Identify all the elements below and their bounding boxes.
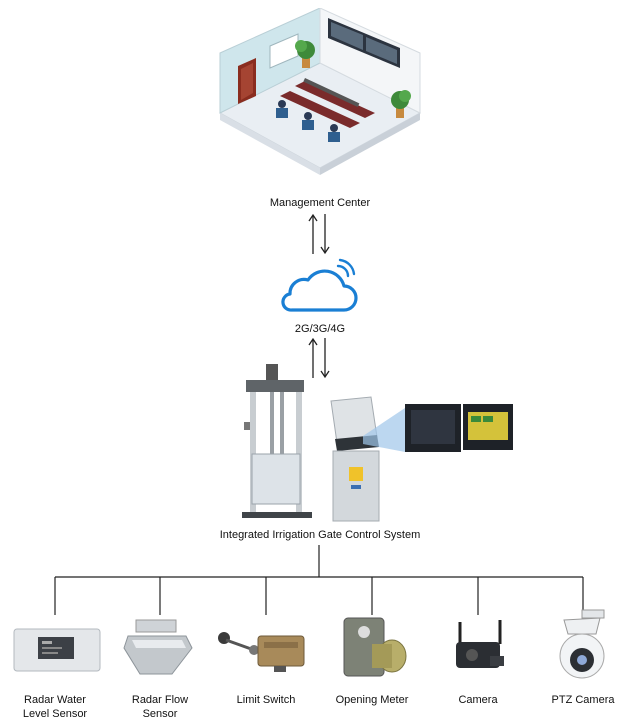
- network-label: 2G/3G/4G: [294, 323, 346, 335]
- device-label-radar-water-level-sensor: Radar Water Level Sensor: [22, 694, 88, 720]
- device-label-opening-meter: Opening Meter: [335, 694, 409, 706]
- device-label-ptz-camera: PTZ Camera: [551, 694, 615, 706]
- link-arrows-bottom: [308, 337, 330, 379]
- limit-switch-icon: [218, 632, 305, 672]
- management-center-illustration: [218, 8, 422, 175]
- radar-water-level-sensor-icon: [13, 628, 101, 672]
- cloud-icon: [281, 258, 358, 312]
- ptz-camera-icon: [559, 609, 605, 679]
- distribution-lines: [54, 545, 584, 615]
- device-label-camera: Camera: [458, 694, 498, 706]
- device-label-radar-flow-sensor: Radar Flow Sensor: [131, 694, 189, 720]
- link-arrows-top: [308, 213, 330, 255]
- irrigation-gate-illustration: [242, 364, 312, 518]
- system-label: Integrated Irrigation Gate Control Syste…: [219, 529, 421, 541]
- management-center-label: Management Center: [269, 197, 371, 209]
- radar-flow-sensor-icon: [123, 619, 193, 675]
- device-label-limit-switch: Limit Switch: [236, 694, 296, 706]
- camera-icon: [456, 620, 504, 668]
- opening-meter-icon: [343, 617, 407, 677]
- display-panels-illustration: [363, 404, 513, 452]
